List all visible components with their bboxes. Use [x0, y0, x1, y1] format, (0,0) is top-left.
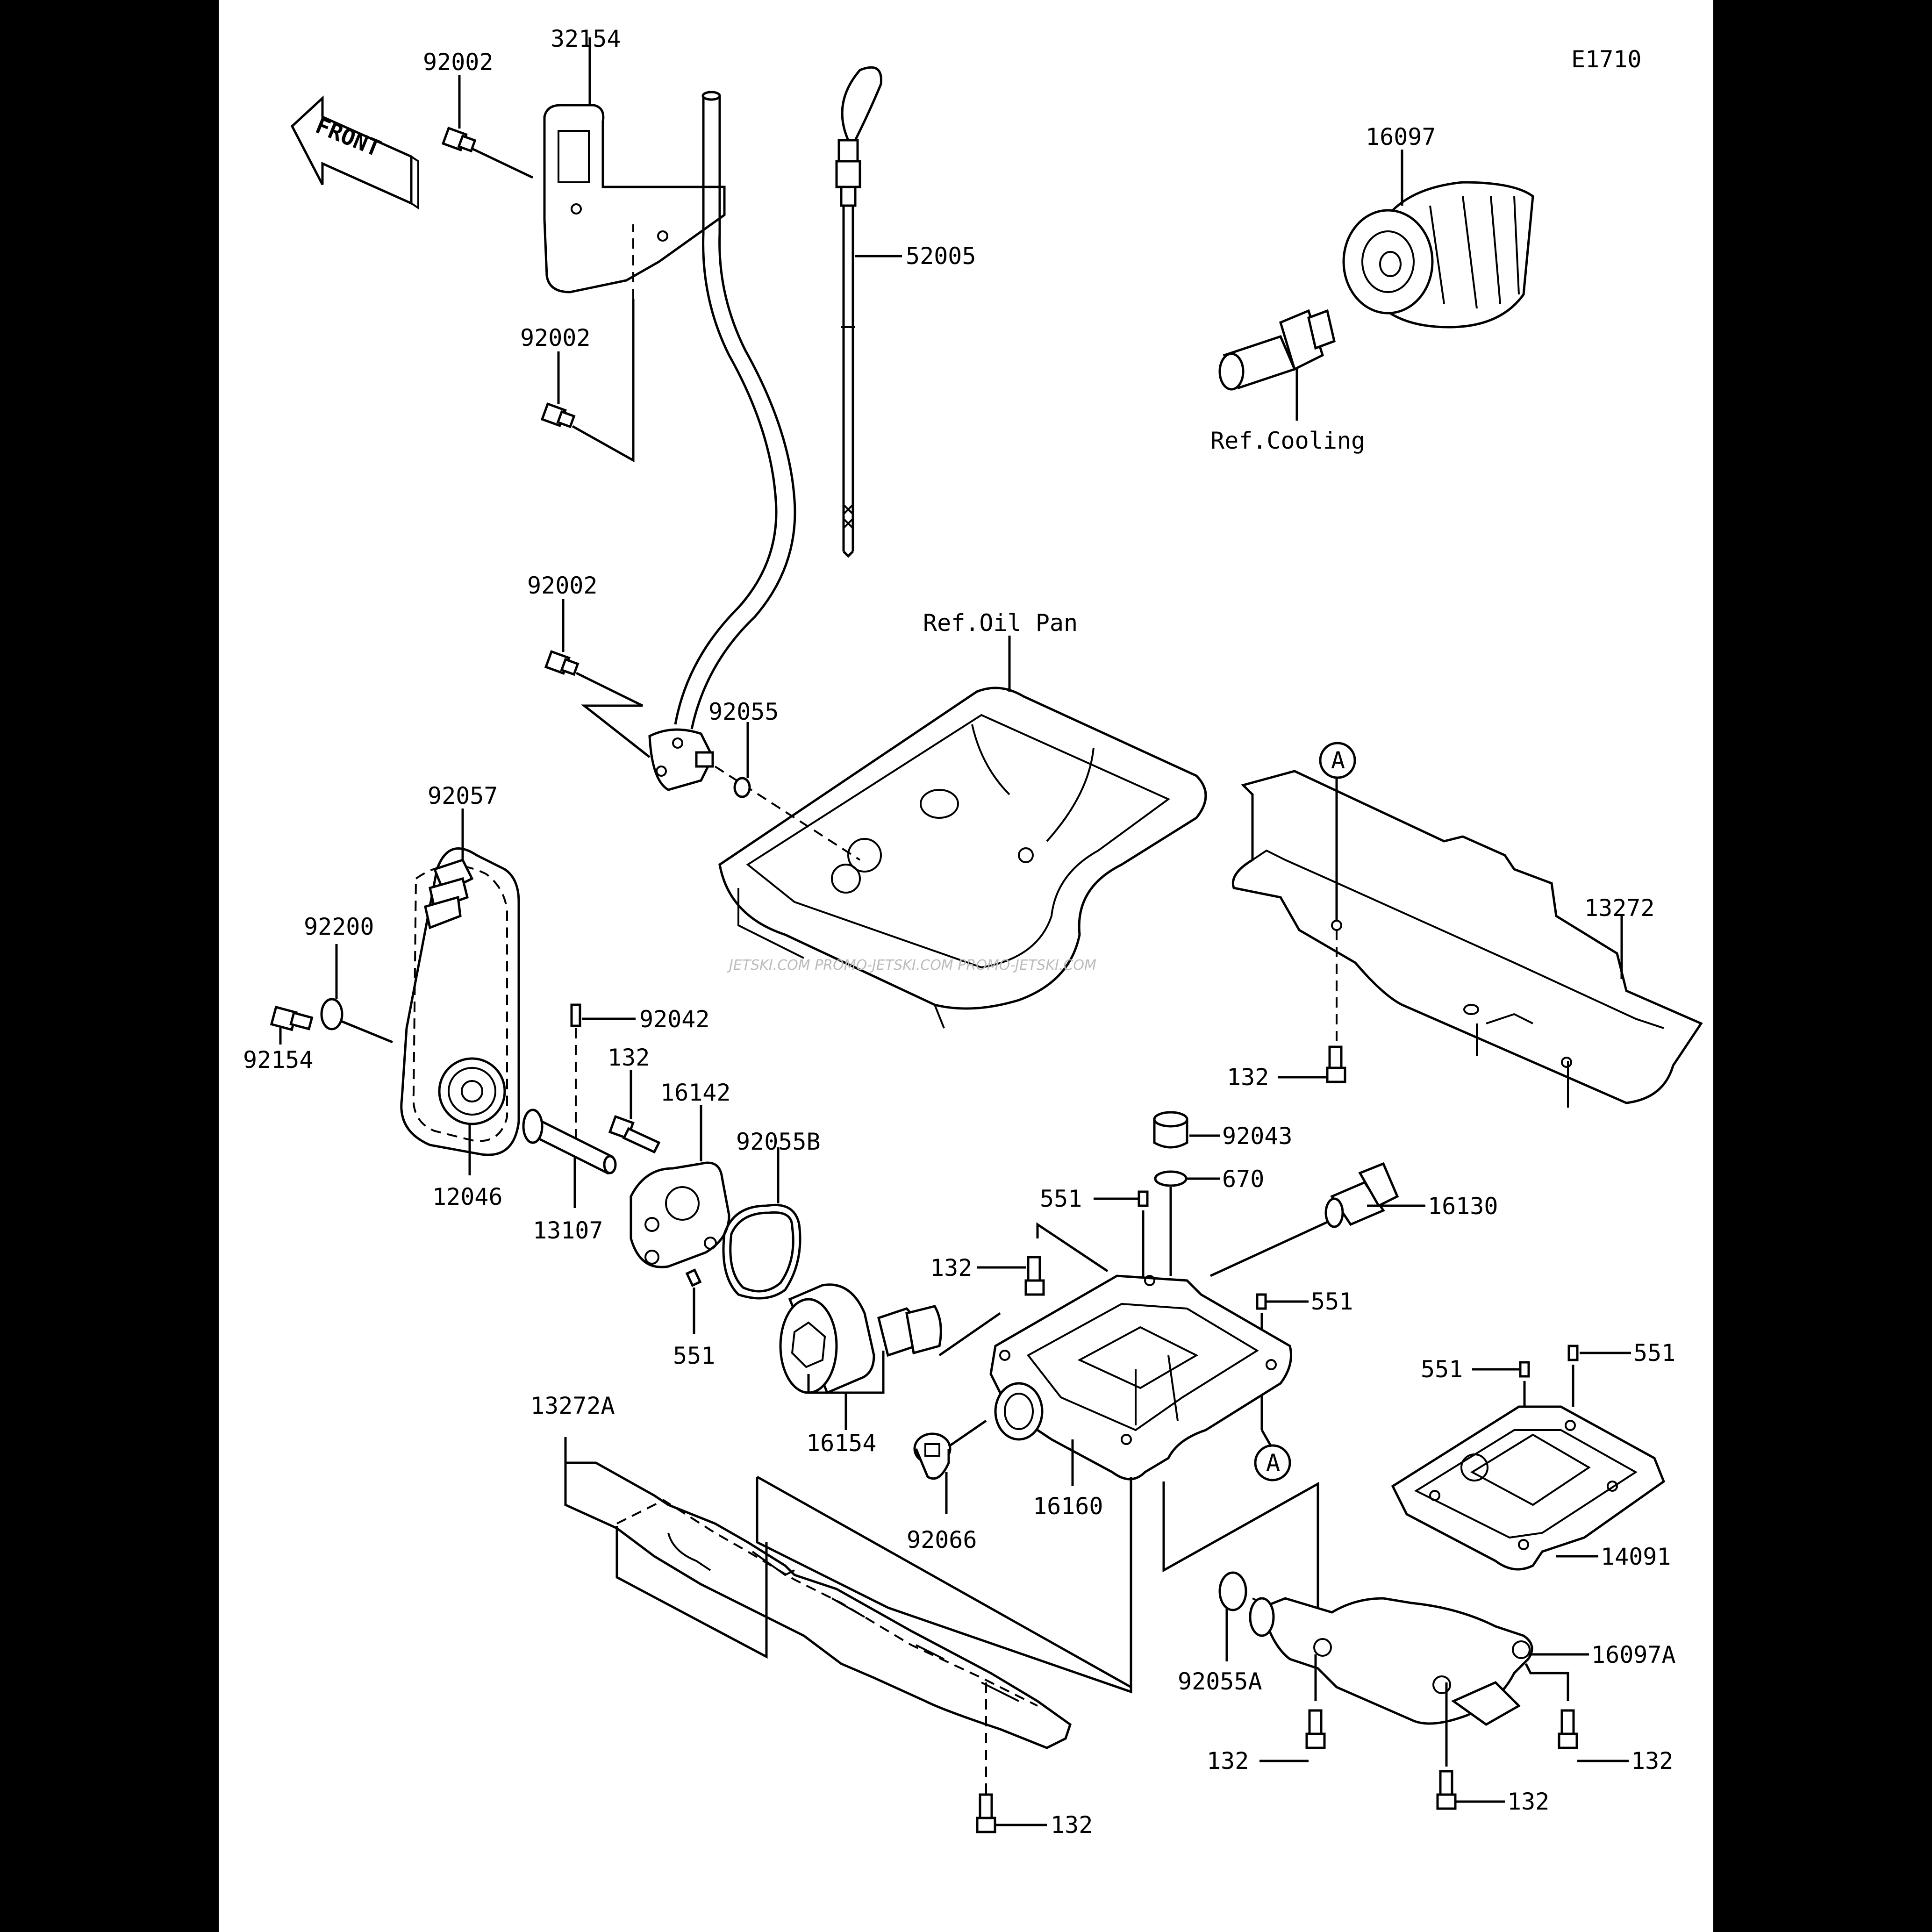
label-551-pump: 551 — [673, 1342, 715, 1369]
plate-14091 — [1391, 1405, 1666, 1571]
front-arrow-icon: FRONT — [290, 95, 419, 210]
sprocket-12046 — [438, 1057, 506, 1125]
bolt-132-f3 — [1558, 1709, 1578, 1749]
label-13107: 13107 — [533, 1217, 603, 1244]
label-92002-low: 92002 — [527, 572, 598, 599]
chain-92057 — [400, 847, 520, 1156]
filter-fitting — [1218, 309, 1336, 391]
label-132-body: 132 — [930, 1254, 972, 1281]
label-92200: 92200 — [304, 913, 374, 940]
label-132-pump: 132 — [608, 1044, 650, 1071]
label-132-bottom: 132 — [1051, 1811, 1093, 1839]
label-16097a: 16097A — [1591, 1641, 1676, 1668]
label-32154: 32154 — [551, 25, 621, 52]
label-92042: 92042 — [639, 1006, 710, 1033]
label-92055: 92055 — [708, 698, 779, 725]
bolt-132-bottom — [976, 1793, 996, 1833]
washer-92200 — [320, 998, 343, 1030]
collar-92043 — [1153, 1111, 1188, 1149]
pin-551-c — [1519, 1361, 1530, 1378]
label-551-d: 551 — [1633, 1339, 1675, 1367]
bolt-132-body — [1024, 1256, 1045, 1296]
strainer-13272a — [564, 1461, 1072, 1749]
label-92043: 92043 — [1222, 1123, 1293, 1150]
pin-92042 — [570, 1003, 581, 1027]
bolt-92154 — [270, 1005, 314, 1031]
label-132-cover: 132 — [1227, 1064, 1269, 1091]
label-92057: 92057 — [428, 782, 498, 809]
sensor-16130 — [1324, 1162, 1399, 1228]
bolt-92002-top — [441, 126, 534, 179]
label-92002-mid: 92002 — [520, 324, 591, 351]
label-16130: 16130 — [1428, 1193, 1498, 1220]
label-92055b: 92055B — [736, 1128, 821, 1155]
plug-92066 — [913, 1432, 952, 1480]
label-16097: 16097 — [1366, 123, 1436, 150]
bolt-132-cover — [1326, 1045, 1346, 1083]
ref-cooling: Ref.Cooling — [1210, 427, 1365, 454]
label-92055a: 92055A — [1178, 1668, 1262, 1695]
pump-body-16160 — [989, 1274, 1292, 1481]
o-ring-92055 — [733, 777, 751, 798]
o-ring-92055a — [1218, 1571, 1247, 1611]
o-ring-670 — [1154, 1170, 1188, 1187]
callout-a-top-label: A — [1331, 747, 1345, 774]
label-551-a: 551 — [1040, 1185, 1082, 1212]
callout-a-top — [1319, 742, 1356, 779]
bracket-32154 — [543, 104, 726, 293]
label-16142: 16142 — [660, 1079, 731, 1106]
label-16154: 16154 — [806, 1430, 877, 1457]
oil-filter-16097 — [1342, 181, 1534, 329]
label-14091: 14091 — [1601, 1543, 1671, 1570]
label-132-f1: 132 — [1207, 1747, 1249, 1775]
oil-pump-16142 — [630, 1161, 730, 1268]
label-132-f3: 132 — [1631, 1747, 1673, 1775]
pin-551-a — [1138, 1190, 1149, 1207]
oil-filler-tube — [648, 91, 796, 791]
oil-pan — [718, 687, 1207, 1029]
label-551-b: 551 — [1311, 1288, 1353, 1315]
callout-a-bottom-label: A — [1266, 1449, 1280, 1476]
pin-551-b — [1256, 1293, 1267, 1310]
bolt-92002-low — [544, 650, 651, 758]
dipstick-52005 — [835, 66, 882, 558]
gasket-92055b — [722, 1203, 801, 1300]
bolt-132-pump — [608, 1115, 661, 1154]
label-92002-top: 92002 — [423, 49, 494, 76]
bolt-92002-mid — [540, 224, 635, 463]
label-16160: 16160 — [1033, 1493, 1103, 1520]
label-92154: 92154 — [243, 1046, 314, 1073]
label-132-f2: 132 — [1507, 1788, 1549, 1815]
pin-551-pump — [685, 1268, 702, 1287]
shaft-13107 — [522, 1109, 617, 1175]
diagram-code: E1710 — [1571, 46, 1642, 73]
label-13272a: 13272A — [530, 1392, 615, 1419]
bolt-132-f1 — [1305, 1709, 1326, 1749]
label-551-c: 551 — [1421, 1356, 1463, 1383]
filter-base-16097a — [1249, 1597, 1533, 1726]
callout-a-bottom — [1254, 1444, 1291, 1481]
bolt-132-f2 — [1436, 1770, 1457, 1810]
label-12046: 12046 — [432, 1183, 503, 1210]
watermark: JETSKI.COM PROMO-JETSKI.COM PROMO-JETSKI… — [727, 957, 1096, 973]
label-670: 670 — [1222, 1166, 1264, 1193]
label-13272: 13272 — [1584, 894, 1655, 922]
pin-551-d — [1567, 1345, 1579, 1361]
label-92066: 92066 — [907, 1526, 977, 1553]
cover-13272 — [1231, 770, 1703, 1104]
ref-oil-pan: Ref.Oil Pan — [923, 609, 1078, 637]
label-52005: 52005 — [906, 243, 976, 270]
rotors-16154 — [779, 1283, 942, 1395]
